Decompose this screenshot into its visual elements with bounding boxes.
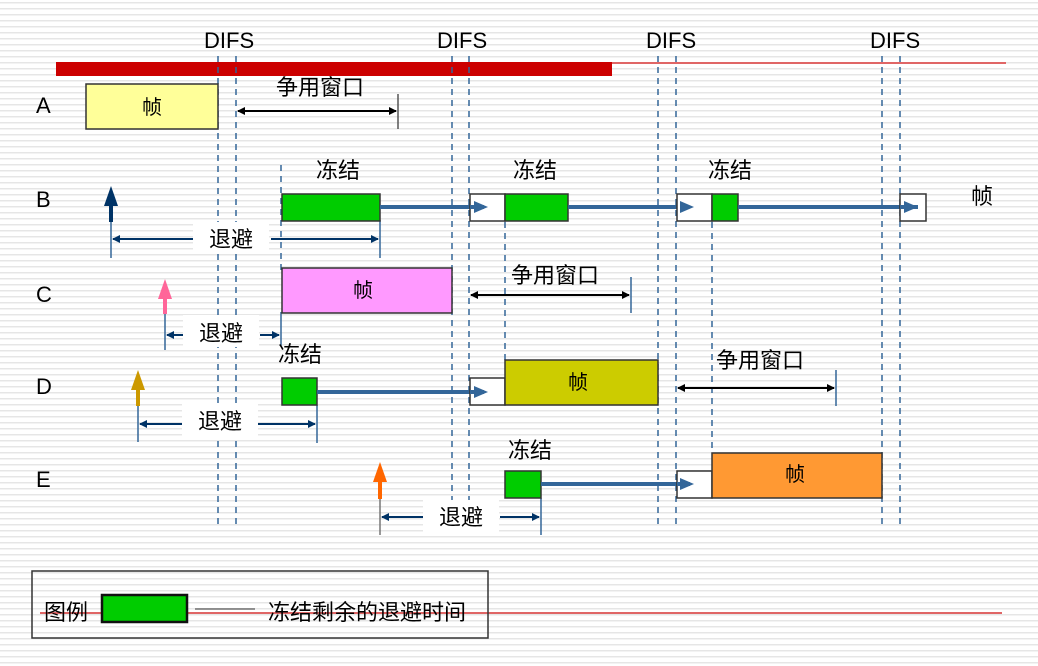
backoff-label-e: 退避 bbox=[439, 506, 483, 531]
station-label-a: A bbox=[36, 93, 51, 118]
contention-window-label-c: 争用窗口 bbox=[511, 264, 599, 289]
flow-arrowhead-b1 bbox=[474, 201, 488, 213]
difs-label-4: DIFS bbox=[870, 28, 920, 53]
remaining-backoff-b2 bbox=[504, 193, 569, 222]
frame-a-label: 帧 bbox=[142, 95, 162, 119]
difs-label-3: DIFS bbox=[646, 28, 696, 53]
legend-description: 冻结剩余的退避时间 bbox=[268, 601, 466, 626]
freeze-label-b1: 冻结 bbox=[316, 159, 360, 184]
channel-busy-bar bbox=[56, 62, 612, 76]
remaining-backoff-b1 bbox=[281, 193, 381, 222]
station-label-b: B bbox=[36, 187, 51, 212]
freeze-label-b2: 冻结 bbox=[513, 159, 557, 184]
legend-box bbox=[31, 570, 489, 639]
contention-window-label-d: 争用窗口 bbox=[716, 349, 804, 374]
frame-a bbox=[85, 83, 219, 130]
backoff-label-bg-b bbox=[193, 222, 269, 254]
backoff-label-bg-e bbox=[423, 500, 499, 534]
arrival-arrow-d-icon bbox=[131, 370, 145, 406]
legend-title: 图例 bbox=[44, 601, 88, 626]
arrival-arrow-b-icon bbox=[104, 186, 118, 222]
freeze-label-e: 冻结 bbox=[508, 439, 552, 464]
arrival-arrow-c-icon bbox=[158, 279, 172, 314]
frame-c-label: 帧 bbox=[353, 278, 373, 302]
flow-arrowhead-d bbox=[474, 386, 488, 398]
freeze-label-d: 冻结 bbox=[278, 343, 322, 368]
station-label-c: C bbox=[36, 282, 52, 307]
contention-window-label-a: 争用窗口 bbox=[276, 76, 364, 101]
station-label-e: E bbox=[36, 467, 51, 492]
legend-swatch-remaining-backoff bbox=[100, 593, 189, 624]
remaining-backoff-d bbox=[281, 377, 318, 406]
difs-label-2: DIFS bbox=[437, 28, 487, 53]
arrival-arrow-e-icon bbox=[373, 462, 387, 499]
backoff-label-b: 退避 bbox=[209, 228, 253, 253]
freeze-label-b3: 冻结 bbox=[708, 159, 752, 184]
frame-c bbox=[281, 267, 453, 314]
difs-dashed-lines bbox=[217, 56, 901, 524]
flow-arrowhead-b2 bbox=[680, 201, 694, 213]
backoff-label-bg-c bbox=[183, 315, 259, 347]
frame-d bbox=[504, 359, 659, 406]
difs-label-1: DIFS bbox=[204, 28, 254, 53]
backoff-label-bg-d bbox=[182, 404, 258, 436]
station-label-d: D bbox=[36, 374, 52, 399]
remaining-backoff-e bbox=[504, 470, 542, 499]
remaining-backoff-b3 bbox=[711, 193, 739, 222]
frame-b-label: 帧 bbox=[971, 185, 993, 210]
frame-d-label: 帧 bbox=[568, 370, 588, 394]
backoff-label-c: 退避 bbox=[199, 322, 243, 347]
flow-arrowhead-e bbox=[680, 478, 694, 490]
flow-arrowhead-b3 bbox=[904, 201, 918, 213]
frame-e-label: 帧 bbox=[785, 462, 805, 486]
backoff-label-d: 退避 bbox=[198, 410, 242, 435]
frame-e bbox=[711, 452, 883, 499]
